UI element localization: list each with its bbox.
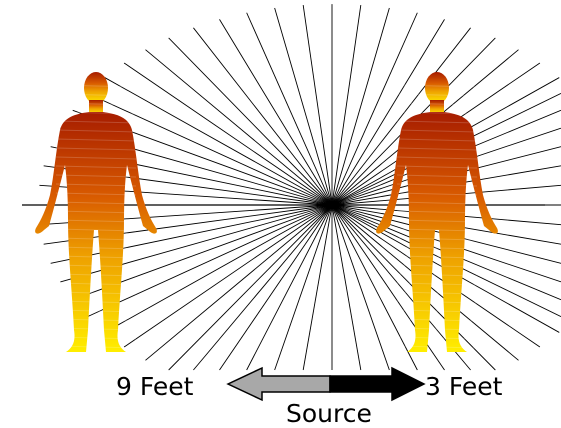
band-stripe: [56, 283, 136, 285]
ray-line: [303, 5, 332, 205]
band-stripe: [397, 265, 477, 267]
band-stripe: [397, 319, 477, 321]
band-stripe: [56, 319, 136, 321]
far-distance-label: 9 Feet: [116, 374, 193, 399]
ray-line: [145, 205, 332, 360]
ray-line: [247, 205, 332, 370]
band-stripe: [397, 337, 477, 339]
band-stripe: [397, 274, 477, 276]
band-stripe: [56, 265, 136, 267]
band-stripe: [56, 292, 136, 294]
source-point: [328, 201, 336, 209]
band-stripe: [56, 337, 136, 339]
distance-arrow: [228, 368, 424, 400]
ray-line: [332, 5, 361, 205]
band-stripe: [56, 238, 136, 240]
ray-line: [219, 19, 332, 205]
ray-line: [193, 28, 332, 205]
band-stripe: [56, 310, 136, 312]
ray-line: [275, 205, 332, 370]
source-label: Source: [286, 401, 372, 426]
band-stripe: [397, 301, 477, 303]
band-stripe: [56, 346, 136, 348]
ray-line: [145, 50, 332, 205]
band-stripe: [56, 301, 136, 303]
ray-line: [219, 205, 332, 370]
arrow-right-black: [330, 368, 424, 400]
band-stripe: [56, 256, 136, 258]
band-stripe: [397, 283, 477, 285]
band-stripe: [56, 328, 136, 330]
near-distance-label: 3 Feet: [425, 374, 502, 399]
band-stripe: [56, 274, 136, 276]
ray-line: [105, 205, 332, 332]
band-stripe: [397, 346, 477, 348]
arrow-left-gray: [228, 368, 330, 400]
